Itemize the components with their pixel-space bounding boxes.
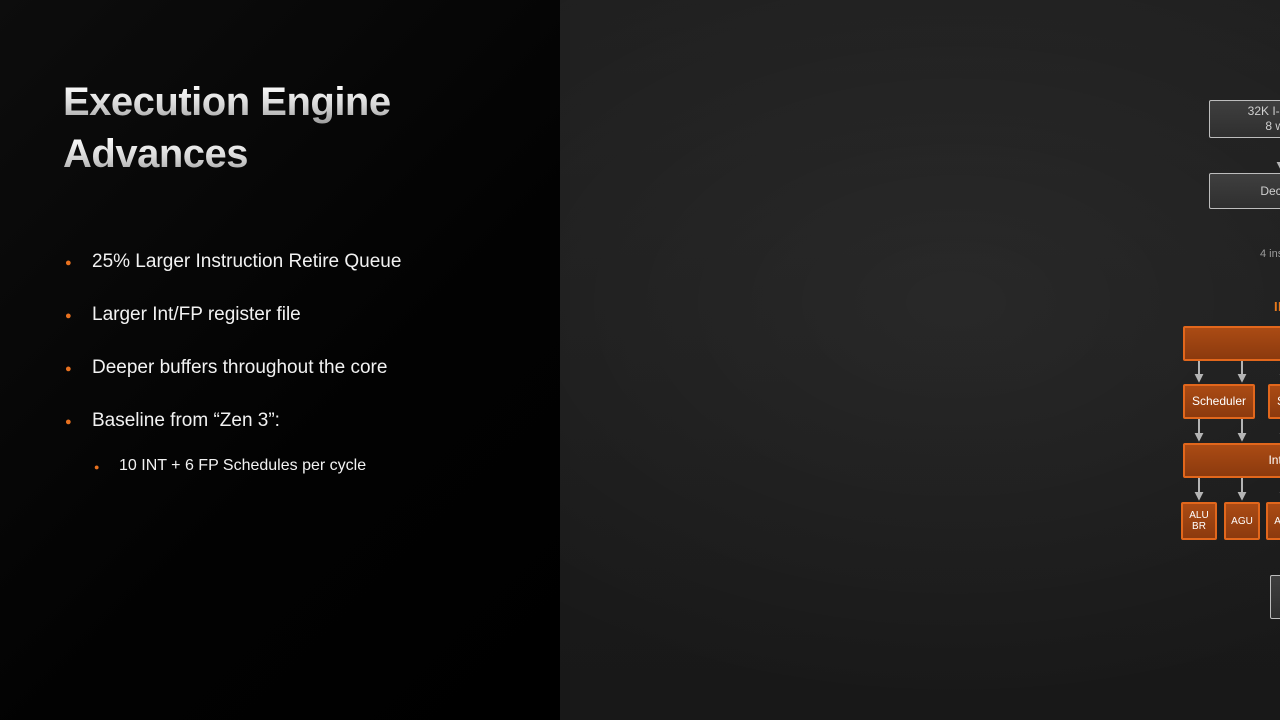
int-exec-agu-1-label: AGU [1231,515,1253,527]
int-exec-alu-1-label: ALU [1274,515,1280,527]
integer-prf-box: Integer Physical Register File [1183,443,1280,478]
bullet-item: Deeper buffers throughout the core [63,356,524,381]
load-store-queues-box: Load/StoreQueues [1270,575,1280,619]
int-exec-alu-1: ALU [1266,502,1280,540]
flow-label: 4 instructions/cycle [1260,248,1280,260]
bullet-item: 10 INT + 6 FP Schedules per cycle [63,456,524,477]
icache-box-label: 32K I-Cache [1247,104,1280,118]
slide-title: Execution Engine Advances [63,76,524,180]
icache-box: 32K I-Cache8 way [1209,100,1280,138]
int-scheduler-1: Scheduler [1183,384,1255,419]
bullet-item: Larger Int/FP register file [63,303,524,328]
diagram-panel: INTEGER FLOATING POINT 32K I-Cache8 wayB… [560,0,1280,720]
decode-box-label: Decode [1260,183,1280,198]
slide-title-line-1: Execution Engine [63,76,524,128]
integer-prf-box-label: Integer Physical Register File [1268,453,1280,467]
integer-rename-box: Integer Rename [1183,326,1280,361]
decode-box: Decode [1209,173,1280,209]
integer-section-label: INTEGER [1274,299,1280,314]
slide-title-line-2: Advances [63,128,524,180]
int-exec-alu-br-label: ALU [1189,510,1209,521]
diagram-arrows-layer [1194,161,1280,501]
left-text-panel: Execution Engine Advances 25% Larger Ins… [0,0,560,720]
int-scheduler-2: Scheduler [1268,384,1280,419]
bullet-item: 25% Larger Instruction Retire Queue [63,250,524,275]
int-exec-agu-1: AGU [1224,502,1260,540]
int-scheduler-2-label: Scheduler [1277,394,1280,409]
int-scheduler-1-label: Scheduler [1191,394,1247,408]
icache-box-label: 8 way [1265,119,1280,133]
int-exec-alu-br-label: BR [1192,521,1206,532]
bullet-item: Baseline from “Zen 3”: [63,409,524,434]
bullet-list: 25% Larger Instruction Retire QueueLarge… [63,250,524,477]
cpu-block-diagram: INTEGER FLOATING POINT 32K I-Cache8 wayB… [560,0,1280,720]
